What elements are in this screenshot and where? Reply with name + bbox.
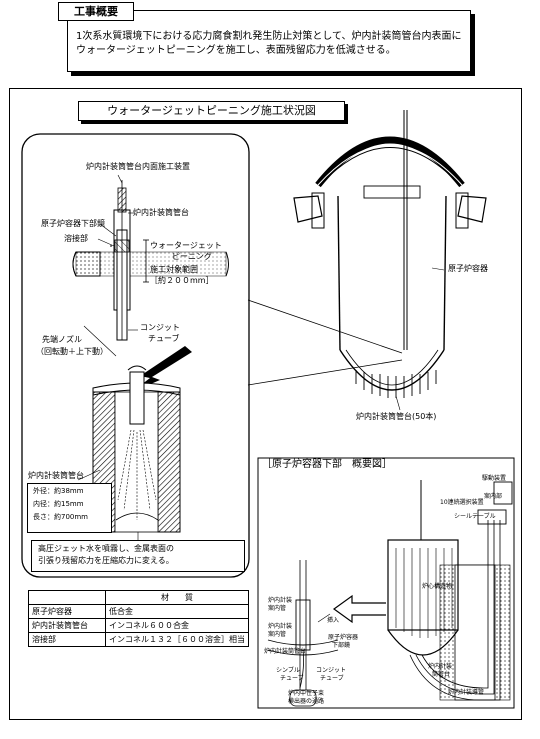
label-drive-unit: 駆動装置 [482,475,507,482]
dimensions-box [27,483,112,533]
label-conduit-line2: チューブ [148,334,180,343]
reactor-vessel [247,110,487,411]
label-wjp-line2: ピーニング [172,252,212,261]
label-guide-tube-line1: 炉内計装 [268,597,293,604]
lower-view-title: ［原子炉容器下部 概要図］ [262,459,392,470]
table-row: 炉内計装筒管台 インコネル６００合金 [28,618,249,633]
label-thimble-line1: シンブル [276,667,300,674]
summary-box [67,10,471,72]
detail-pipe [72,174,229,357]
arrow-down-icon [132,346,192,392]
material-part: 炉内計装筒管台 [28,618,106,633]
label-range-line1: 施工対象範囲 [150,265,198,274]
label-guide-line1: 炉内計装 [268,623,293,630]
label-wjp-line1: ウォータージェット [150,241,222,250]
summary-title: 工事概要 [58,2,134,21]
label-nozzle-stub-inset: 炉内計装筒管台 [264,648,307,655]
label-vessel-bottom-line2: 下部鏡 [332,642,351,649]
material-part: 溶接部 [28,632,106,647]
table-row: 溶接部 インコネル１３２［６００溶金］相当 [28,632,249,647]
jet-note-line1: 高圧ジェット水を噴霧し、金属表面の [38,544,174,553]
detail-panel [21,133,250,578]
dim-outer: 外径：約38mm [33,487,84,495]
material-part: 原子炉容器 [28,604,106,619]
table-row: 原子炉容器 低合金 [28,604,249,619]
label-drive-room: 案内部 [484,493,503,500]
label-conduit-line1: コンジット [140,323,180,332]
label-insert: 挿入 [327,617,340,624]
label-thimble-line2: チューブ [280,675,304,682]
label-guide-tube-line2: 案内管 [268,605,287,612]
label-seal-table: シールテーブル [454,513,496,520]
table-header-row: 材 質 [28,590,249,605]
label-nozzle-stub-right-line1: 炉内計装 [428,663,453,670]
diagram-frame [9,88,522,720]
diagram-title: ウォータージェットピーニング施工状況図 [78,101,345,121]
label-nozzle-stub-count: 炉内計装筒管台(50本) [356,412,437,421]
label-vessel-bottom-mirror: 原子炉容器下部鏡 [41,219,105,228]
label-sealed-selector: 10連続選択装置 [440,499,484,506]
label-device: 炉内計装筒管台内面施工装置 [86,162,190,171]
jet-note-box [31,540,245,572]
materials-header: 材 質 [105,590,249,605]
lower-view-art [267,480,513,707]
label-weld: 溶接部 [64,234,88,243]
material-value: 低合金 [105,604,249,619]
dim-inner: 内径：約15mm [33,500,84,508]
label-path-line2: 検出器の通路 [288,698,325,705]
dim-length: 長さ：約700mm [33,513,88,521]
label-detector-guide: 炉内計装導管 [448,689,485,696]
lower-view-frame [257,457,515,709]
label-tip-nozzle-line2: （回転動＋上下動） [36,347,108,356]
label-guide-line2: 案内管 [268,631,287,638]
label-nozzle-stub-top: 炉内計装筒管台 [133,208,189,217]
jet-note-line2: 引張り残留応力を圧縮応力に変える。 [38,556,174,565]
material-value: インコネル６００合金 [105,618,249,633]
label-vessel-bottom-line1: 原子炉容器 [328,634,359,641]
label-range-line2: ［約２００mm］ [150,276,214,285]
materials-table: 材 質 原子炉容器 低合金 炉内計装筒管台 インコネル６００合金 溶接部 インコ… [28,590,249,647]
material-value: インコネル１３２［６００溶金］相当 [105,632,249,647]
label-core-structure: 炉心構造物 [422,583,453,590]
label-conduit-inset-line2: チューブ [320,675,344,682]
label-path-line1: 炉内中性子束 [288,690,325,697]
label-nozzle-stub-right-line2: 筒管台 [432,671,451,678]
summary-text: 1次系水質環境下における応力腐食割れ発生防止対策として、炉内計装筒管台内表面にウ… [76,31,462,56]
label-nozzle-stub-lower: 炉内計装筒管台 [28,471,84,480]
label-reactor-vessel: 原子炉容器 [448,264,488,273]
label-tip-nozzle-line1: 先端ノズル [42,335,82,344]
label-conduit-inset-line1: コンジット [316,667,347,674]
